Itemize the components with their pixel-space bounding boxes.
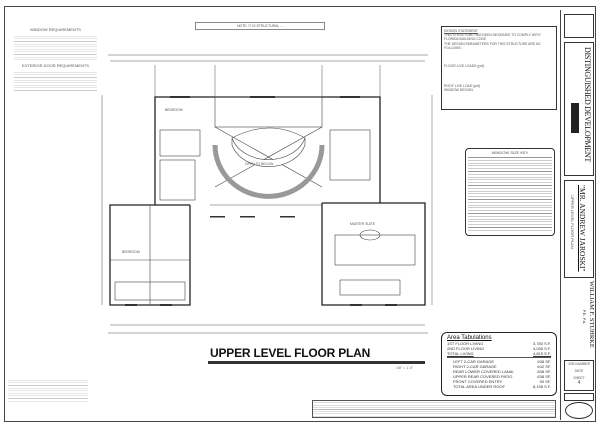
general-notes — [8, 378, 88, 402]
design-line: THIS STRUCTURE HAS BEEN DESIGNED TO COMP… — [444, 33, 541, 38]
area-row: RIGHT 2-CAR GARAGE 642 SF. — [447, 364, 551, 369]
area-label: REAR LOWER COVERED LANAI — [453, 369, 514, 374]
area-row: 1ST FLOOR LIVING 3,780 S.F. — [447, 341, 551, 346]
sheet-border — [4, 6, 596, 422]
area-row: TOTAL LIVING 4,815 S.F. — [447, 351, 551, 356]
bottom-notes — [312, 400, 556, 418]
design-line: FLOOR LIVE LOADS (psf) — [444, 64, 485, 69]
job-number-label: JOB NUMBER — [567, 362, 591, 366]
sheet-title: UPPER LEVEL FLOOR PLAN — [210, 346, 371, 360]
room-label-bedroom: BEDROOM — [165, 108, 183, 112]
scale-note: 1/8" = 1'-0" — [396, 366, 414, 370]
area-label: FRONT COVERED ENTRY — [453, 379, 503, 384]
design-statement-heading: DESIGN STATEMENT — [444, 29, 478, 33]
exterior-wall — [154, 96, 381, 205]
curved-stair — [212, 144, 325, 199]
design-line: ROOF LIVE LOAD (psf) — [444, 84, 480, 89]
door-requirements-heading: EXTERIOR DOOR REQUIREMENTS — [22, 63, 89, 69]
area-row: TOTAL AREA UNDER ROOF 8,198 S.F. — [447, 384, 551, 389]
job-info-box: JOB NUMBER DATE SHEET 4 — [564, 360, 594, 391]
area-row: 2ND FLOOR LIVING 4,035 S.F. — [447, 346, 551, 351]
design-line: WINDOW DESIGN — [444, 88, 473, 93]
client-box: "MR. ANDREW JAROSKI" UPPER LEVEL FLOOR P… — [564, 180, 594, 278]
sheet-name: UPPER LEVEL FLOOR PLAN — [570, 195, 575, 249]
area-row: REAR LOWER COVERED LANAI 838 SF. — [447, 369, 551, 374]
area-label: LEFT 2-CAR GARAGE — [453, 359, 495, 364]
area-label: 2ND FLOOR LIVING — [447, 346, 485, 351]
area-value: 642 SF. — [537, 364, 551, 369]
area-label: RIGHT 2-CAR GARAGE — [453, 364, 497, 369]
date-label: DATE — [574, 369, 584, 374]
area-tabulations: Area Tabulations 1ST FLOOR LIVING 3,780 S… — [441, 332, 557, 396]
company-box: DISTINGUISHED DEVELOPMENT — [564, 42, 594, 176]
area-heading: Area Tabulations — [447, 335, 492, 341]
exterior-wall-right-wing — [321, 202, 426, 306]
title-block: DISTINGUISHED DEVELOPMENT "MR. ANDREW JA… — [560, 10, 596, 420]
area-row: UPPER REAR COVERED PATIO 638 SF. — [447, 374, 551, 379]
balcony — [214, 96, 323, 128]
engineer-seal — [565, 402, 593, 419]
area-value: 4,035 S.F. — [532, 346, 551, 351]
exterior-wall-left-wing — [109, 204, 191, 306]
area-label: TOTAL AREA UNDER ROOF — [453, 384, 505, 389]
area-label: 1ST FLOOR LIVING — [447, 341, 484, 346]
area-value: 8,198 S.F. — [532, 384, 551, 389]
client-name: "MR. ANDREW JAROSKI" — [578, 185, 587, 272]
area-value: 90 SF. — [539, 379, 551, 384]
door-notes-lines — [14, 70, 97, 93]
window-key-heading: WINDOW SIZE KEY — [491, 150, 529, 155]
area-value: 3,780 S.F. — [532, 341, 551, 346]
design-line: THE DESIGN PARAMETERS FOR THIS STRUCTURE… — [444, 41, 541, 50]
area-label: TOTAL LIVING — [447, 351, 474, 356]
area-label: UPPER REAR COVERED PATIO — [453, 374, 513, 379]
room-label-bedroom: BEDROOM — [122, 250, 140, 254]
design-statement: DESIGN STATEMENT THIS STRUCTURE HAS BEEN… — [441, 26, 557, 110]
sheet-number: 4 — [577, 379, 581, 386]
area-value: 4,815 S.F. — [532, 351, 551, 356]
open-to-below-label: OPEN TO BELOW — [245, 162, 274, 166]
window-notes-lines — [14, 34, 97, 63]
sheet-name-box — [564, 393, 594, 401]
window-requirements-heading: WINDOW REQUIREMENTS — [30, 27, 81, 32]
area-value: 638 SF. — [537, 359, 551, 364]
revision-box — [564, 14, 594, 38]
area-value: 838 SF. — [537, 369, 551, 374]
room-label-master: MASTER SUITE — [350, 222, 376, 226]
engineer-name: WILLIAM F. STUHRKE — [588, 281, 595, 348]
company-logo — [571, 103, 579, 133]
design-line: FLORIDA BUILDING CODE — [444, 37, 487, 42]
company-name: DISTINGUISHED DEVELOPMENT — [583, 47, 592, 162]
area-value: 638 SF. — [537, 374, 551, 379]
title-underline — [208, 361, 425, 364]
left-notes: WINDOW REQUIREMENTS EXTERIOR DOOR REQUIR… — [8, 27, 103, 94]
area-row: FRONT COVERED ENTRY 90 SF. — [447, 379, 551, 384]
top-note: NOTE: IT IS STRUCTURAL ... — [195, 22, 325, 31]
window-size-key: WINDOW SIZE KEY — [465, 148, 555, 236]
sheet-label: SHEET — [573, 376, 585, 381]
window-key-table — [468, 155, 552, 232]
engineer-suffix: P.E., P.A. — [582, 310, 586, 325]
area-row: LEFT 2-CAR GARAGE 638 SF. — [447, 359, 551, 364]
